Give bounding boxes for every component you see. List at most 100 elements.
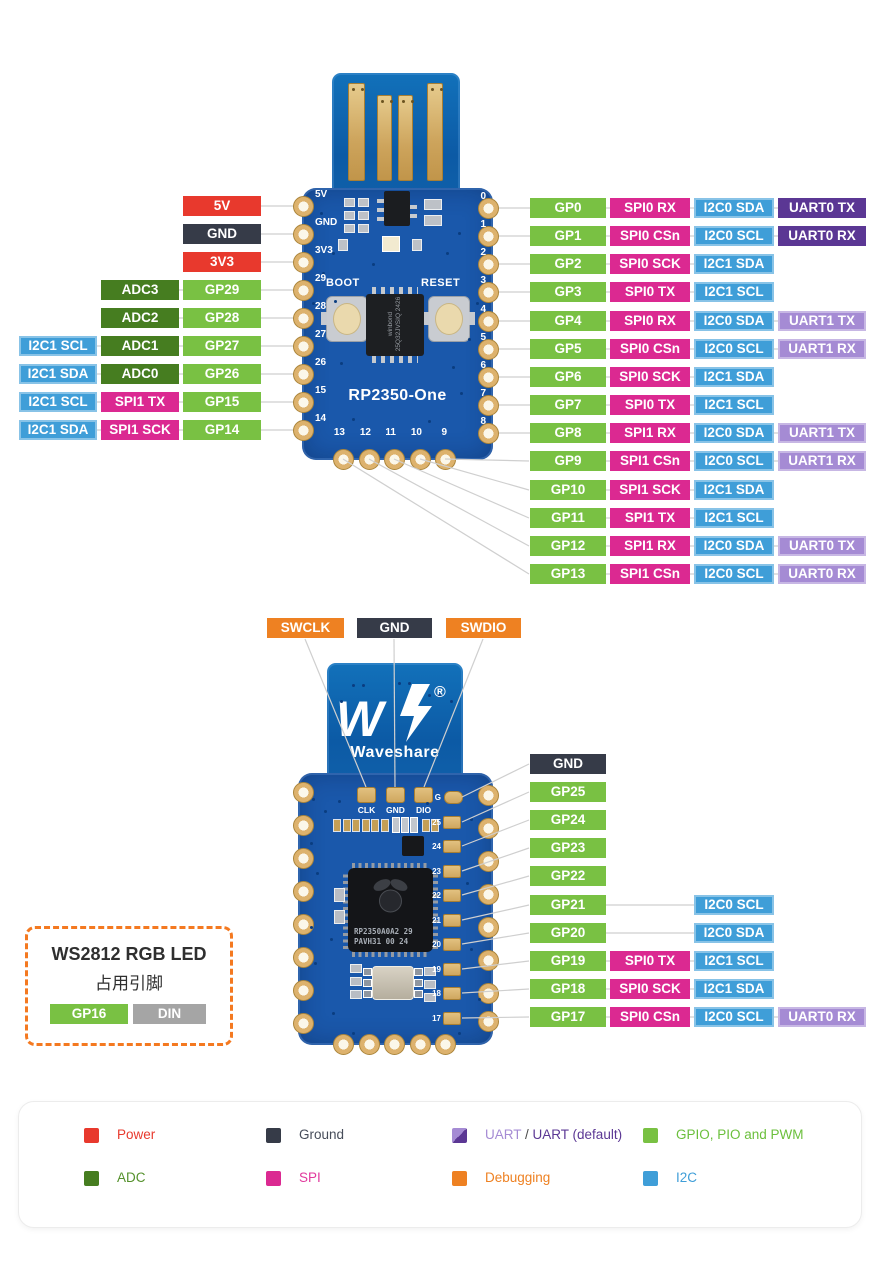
castellated-pad bbox=[292, 979, 314, 1001]
finger-drill-dot bbox=[381, 100, 384, 103]
castellated-pad bbox=[292, 363, 314, 385]
passive-component bbox=[410, 817, 418, 833]
pin-badge-gp0: GP0 bbox=[530, 198, 606, 218]
smd-pad bbox=[444, 791, 463, 804]
pin-badge-adc1: ADC1 bbox=[101, 336, 179, 356]
usb-finger bbox=[377, 95, 392, 181]
pin-badge-i2c1-scl: I2C1 SCL bbox=[694, 508, 774, 528]
castellated-pad bbox=[358, 448, 380, 470]
pin-number-silk: 24 bbox=[432, 842, 441, 851]
pin-number-silk: 21 bbox=[432, 916, 441, 925]
crystal-pad bbox=[363, 990, 372, 998]
castellated-pad bbox=[332, 448, 354, 470]
regulator-legs bbox=[410, 200, 417, 218]
pin-badge-adc2: ADC2 bbox=[101, 308, 179, 328]
usb-finger bbox=[427, 83, 443, 181]
passive-component bbox=[334, 910, 345, 924]
passive-component bbox=[424, 967, 436, 976]
via-dot bbox=[372, 263, 375, 266]
pin-badge-gnd: GND bbox=[183, 224, 261, 244]
via-dot bbox=[334, 300, 337, 303]
via-dot bbox=[320, 212, 323, 215]
castellated-pad bbox=[292, 419, 314, 441]
swd-pad-silk: DIO bbox=[415, 805, 432, 815]
passive-component bbox=[334, 888, 345, 902]
mcu-marking-line2: PAVH31 00 24 bbox=[354, 937, 409, 946]
pin-badge-i2c0-sda: I2C0 SDA bbox=[694, 423, 774, 443]
pin-badge-gp21: GP21 bbox=[530, 895, 606, 915]
regulator-legs bbox=[377, 197, 384, 221]
castellated-pad bbox=[292, 335, 314, 357]
pin-number-silk: 29 bbox=[315, 273, 327, 284]
board-name: RP2350-One bbox=[348, 387, 447, 404]
chip-pins bbox=[432, 872, 438, 949]
via-dot bbox=[408, 682, 411, 685]
via-dot bbox=[322, 272, 325, 275]
via-dot bbox=[470, 948, 473, 951]
pin-number-silk: 20 bbox=[432, 940, 441, 949]
mcu-marking-line1: RP2350A0A2 29 bbox=[354, 927, 413, 936]
pin-badge-uart0-tx: UART0 TX bbox=[778, 536, 866, 556]
pin-badge-gp27: GP27 bbox=[183, 336, 261, 356]
passive-component bbox=[350, 964, 362, 973]
swd-pad-silk: GND bbox=[386, 805, 405, 815]
pin-badge-i2c0-scl: I2C0 SCL bbox=[694, 1007, 774, 1027]
castellated-pad bbox=[292, 307, 314, 329]
pin-badge-gp7: GP7 bbox=[530, 395, 606, 415]
smd-footprint-pad bbox=[333, 819, 341, 832]
legend-label-i2c: I2C bbox=[676, 1170, 698, 1185]
passive-component bbox=[424, 215, 442, 226]
castellated-pad bbox=[292, 814, 314, 836]
smd-footprint-pad bbox=[342, 819, 351, 832]
pin-badge-i2c0-scl: I2C0 SCL bbox=[694, 895, 774, 915]
legend-label-gpio: GPIO, PIO and PWM bbox=[676, 1127, 804, 1142]
passive-component bbox=[350, 977, 362, 986]
pin-badge-uart1-rx: UART1 RX bbox=[778, 339, 866, 359]
passive-component bbox=[344, 198, 355, 207]
castellated-pad bbox=[409, 448, 431, 470]
pin-badge-spi0-sck: SPI0 SCK bbox=[610, 979, 690, 999]
via-dot bbox=[466, 882, 469, 885]
via-dot bbox=[318, 388, 321, 391]
pin-number-silk: 1 bbox=[480, 219, 486, 230]
pin-badge-i2c0-scl: I2C0 SCL bbox=[694, 226, 774, 246]
pin-badge-gp5: GP5 bbox=[530, 339, 606, 359]
castellated-pad bbox=[434, 1033, 456, 1055]
led bbox=[382, 236, 400, 252]
crystal-pad bbox=[363, 968, 372, 976]
pin-number-silk: 19 bbox=[432, 965, 441, 974]
pin-badge-spi1-sck: SPI1 SCK bbox=[610, 480, 690, 500]
pin-number-silk: 28 bbox=[315, 301, 327, 312]
via-dot bbox=[324, 810, 327, 813]
via-dot bbox=[398, 682, 401, 685]
pin-number-silk: 18 bbox=[432, 989, 441, 998]
via-dot bbox=[468, 338, 471, 341]
pin-badge-spi0-csn: SPI0 CSn bbox=[610, 1007, 690, 1027]
legend-label-part: / bbox=[521, 1127, 533, 1142]
via-dot bbox=[458, 1032, 461, 1035]
pin-badge-din: DIN bbox=[133, 1004, 206, 1024]
pin-badge-gp14: GP14 bbox=[183, 420, 261, 440]
pin-number-silk: 2 bbox=[480, 247, 486, 258]
pin-badge-spi0-tx: SPI0 TX bbox=[610, 395, 690, 415]
via-dot bbox=[332, 252, 335, 255]
legend-swatch-spi bbox=[266, 1171, 281, 1186]
pin-badge-gp26: GP26 bbox=[183, 364, 261, 384]
chip-pins bbox=[352, 863, 429, 869]
passive-component bbox=[344, 211, 355, 220]
smd-pad bbox=[414, 787, 433, 803]
reset-silk-label: RESET bbox=[421, 277, 461, 289]
pin-number-silk: 26 bbox=[315, 357, 327, 368]
pin-number-silk: 5V bbox=[315, 189, 328, 200]
pin-badge-uart0-rx: UART0 RX bbox=[778, 226, 866, 246]
pin-badge-swclk: SWCLK bbox=[267, 618, 344, 638]
pin-badge-spi0-sck: SPI0 SCK bbox=[610, 367, 690, 387]
pin-badge-spi1-tx: SPI1 TX bbox=[610, 508, 690, 528]
button-cap bbox=[333, 303, 361, 335]
pin-badge-swdio: SWDIO bbox=[446, 618, 521, 638]
via-dot bbox=[312, 302, 315, 305]
via-dot bbox=[450, 700, 453, 703]
pin-badge-i2c1-scl: I2C1 SCL bbox=[694, 282, 774, 302]
legend-label-debug: Debugging bbox=[485, 1170, 551, 1185]
pin-number-silk: 8 bbox=[480, 416, 486, 427]
